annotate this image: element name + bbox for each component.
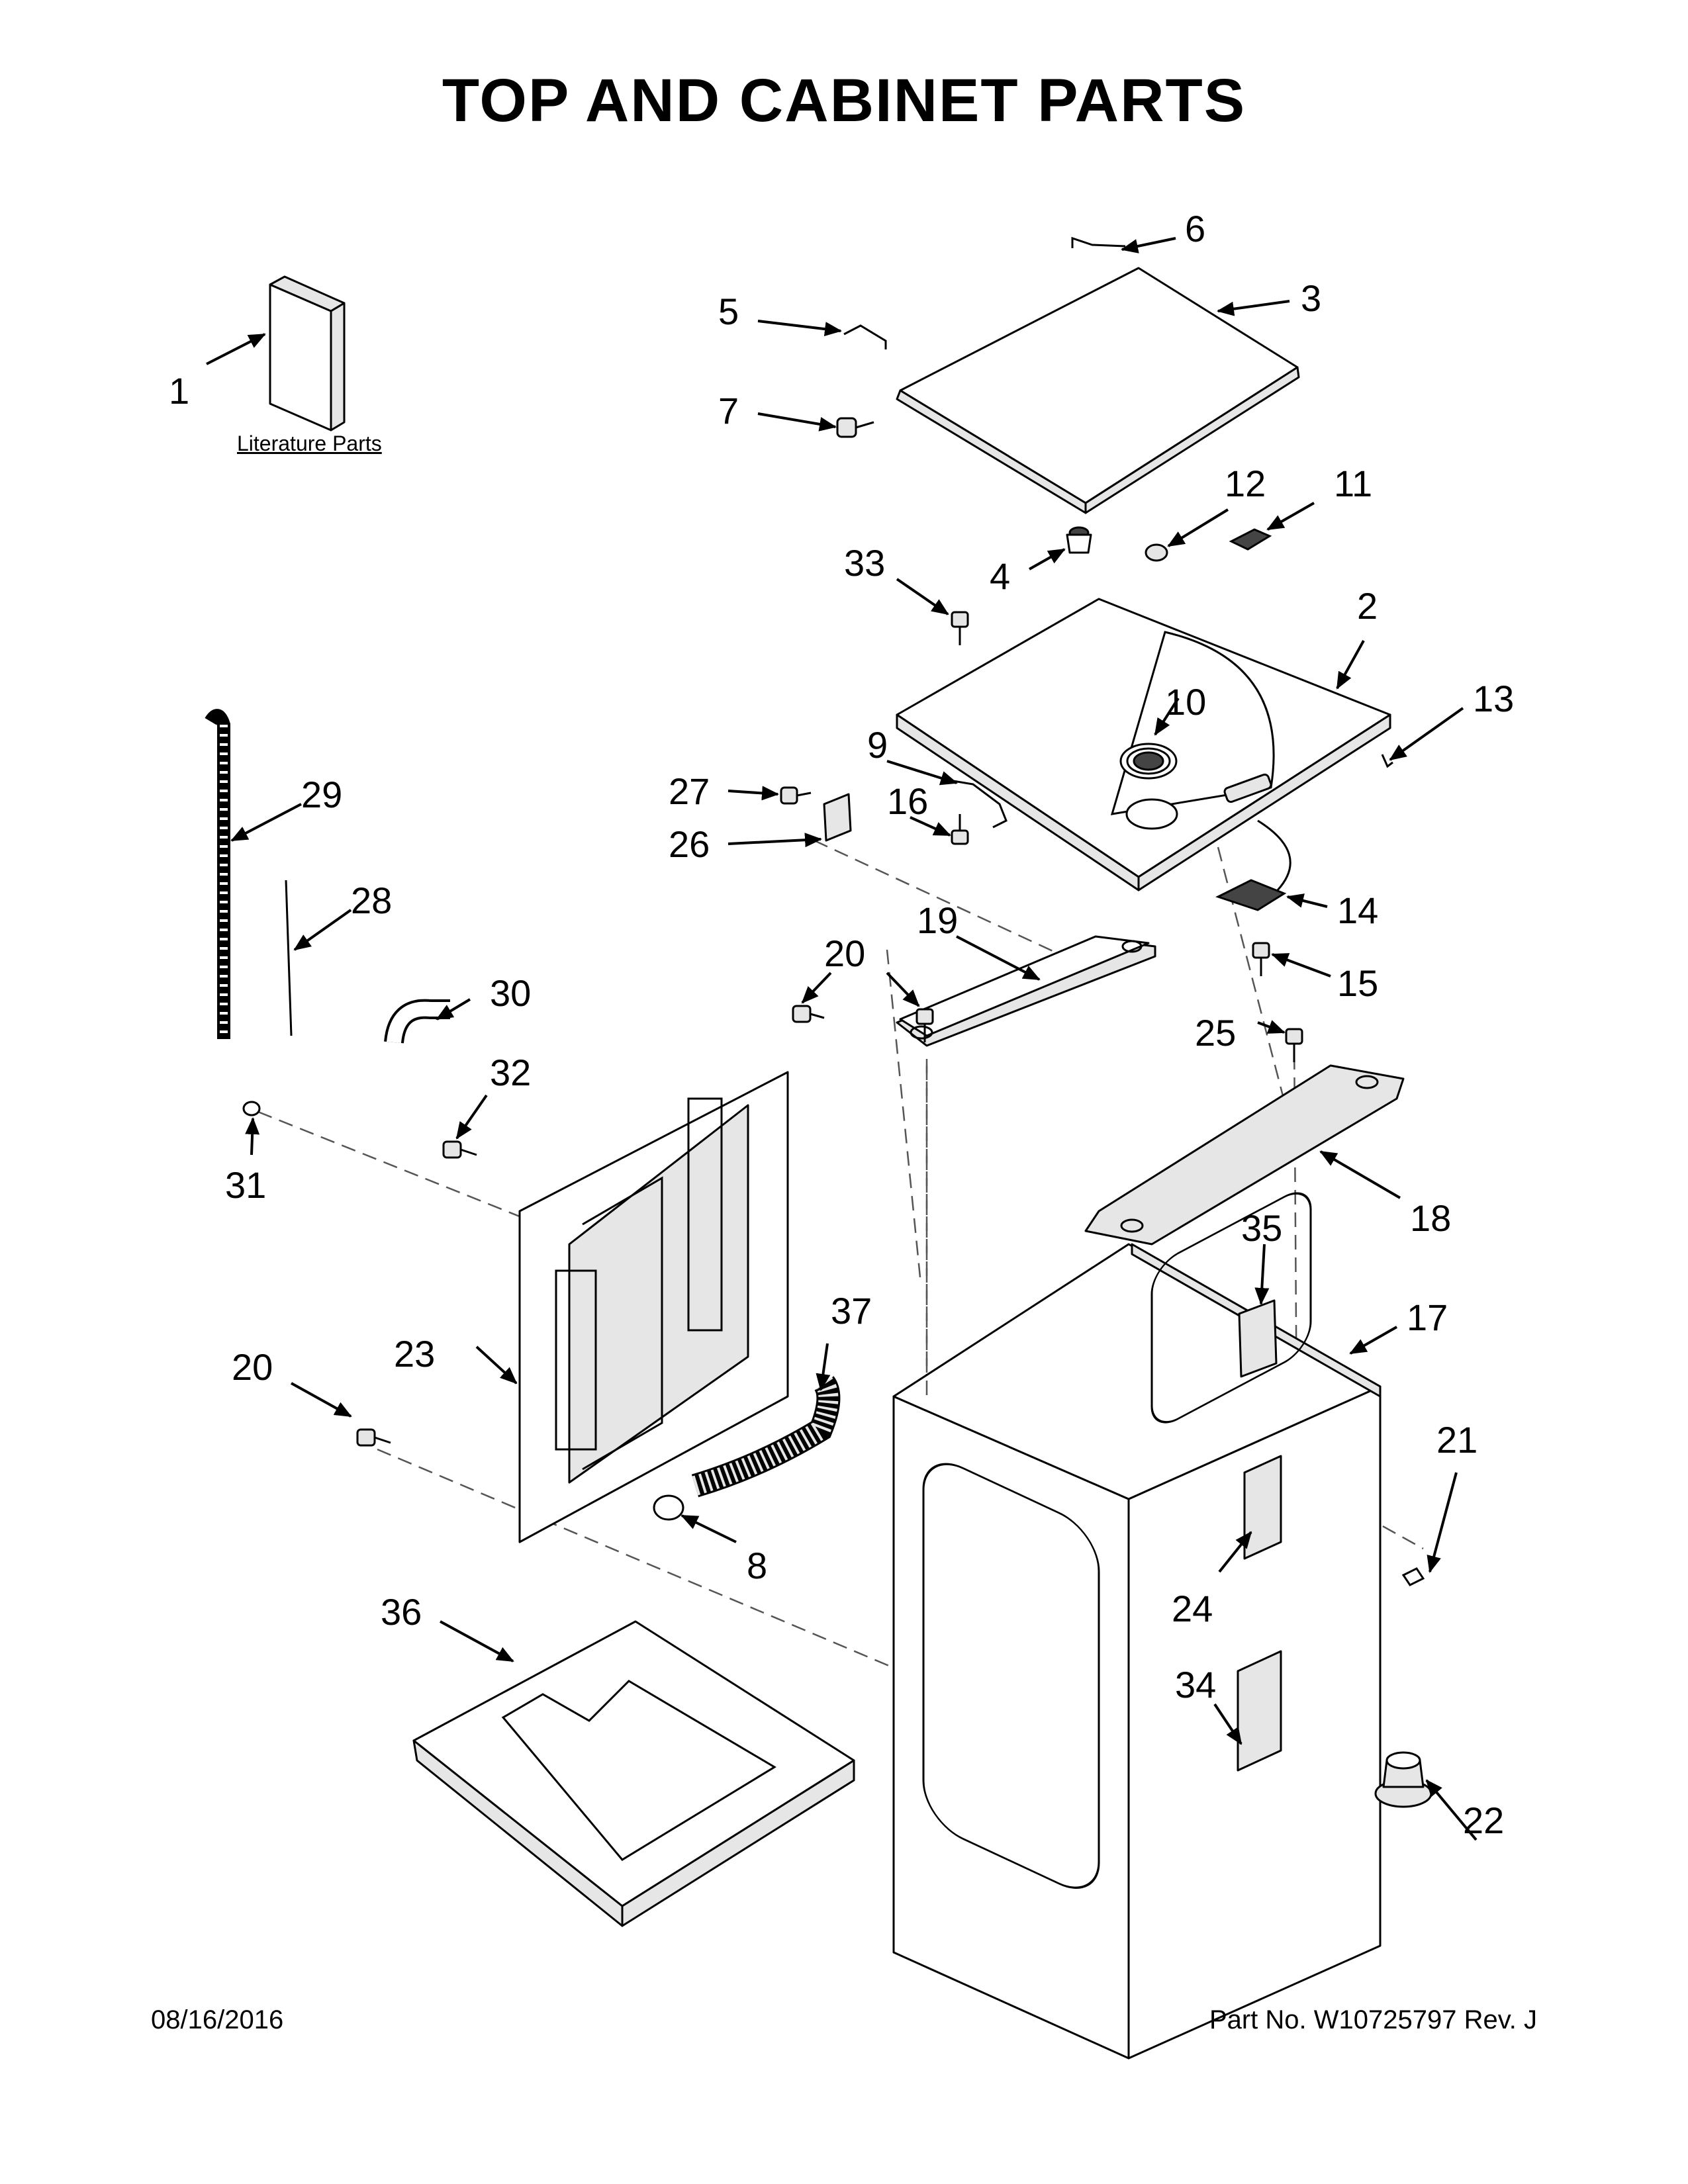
part-10-fill-funnel bbox=[1126, 747, 1171, 775]
part-32-screw bbox=[442, 1140, 477, 1159]
callout-8: 8 bbox=[747, 1545, 767, 1586]
callout-18: 18 bbox=[1410, 1197, 1451, 1239]
footer-part-number: Part No. W10725797 Rev. J bbox=[1209, 2005, 1537, 2034]
part-25-screw bbox=[1285, 1028, 1303, 1062]
callout-10: 10 bbox=[1165, 681, 1206, 723]
callout-7: 7 bbox=[718, 390, 739, 432]
part-16-screw bbox=[951, 814, 969, 845]
part-19-brace bbox=[896, 935, 1156, 1047]
part-8-clamp bbox=[653, 1494, 684, 1521]
part-34-label bbox=[1237, 1650, 1282, 1772]
part-29-hose bbox=[205, 709, 230, 1039]
callout-15: 15 bbox=[1337, 962, 1378, 1004]
callout-19: 19 bbox=[917, 899, 958, 941]
callout-1: 1 bbox=[169, 370, 189, 412]
part-9-switch bbox=[953, 780, 1008, 829]
callout-36: 36 bbox=[381, 1591, 422, 1633]
callout-2: 2 bbox=[1357, 585, 1378, 627]
part-11-latch bbox=[1229, 528, 1272, 551]
part-26-bracket bbox=[823, 793, 852, 842]
part-31-clamp bbox=[242, 1101, 261, 1116]
literature-parts-label: Literature Parts bbox=[237, 432, 382, 455]
part-12-grommet bbox=[1145, 543, 1168, 562]
callout-20-left: 20 bbox=[232, 1346, 273, 1388]
part-36-pan bbox=[412, 1620, 855, 1927]
callout-12: 12 bbox=[1225, 463, 1266, 504]
part-1-literature bbox=[269, 275, 346, 432]
callout-32: 32 bbox=[490, 1052, 531, 1093]
callout-9: 9 bbox=[867, 724, 888, 766]
callout-33: 33 bbox=[844, 542, 885, 584]
part-2-top bbox=[896, 598, 1391, 891]
callout-34: 34 bbox=[1175, 1664, 1216, 1706]
callout-arrows bbox=[206, 237, 1477, 1841]
part-6-hinge bbox=[1071, 236, 1126, 248]
part-14-switch bbox=[1215, 819, 1291, 911]
callout-5: 5 bbox=[718, 291, 739, 332]
callout-6: 6 bbox=[1185, 208, 1205, 250]
callout-17: 17 bbox=[1407, 1297, 1448, 1338]
part-20-screw-top bbox=[792, 1005, 934, 1042]
part-13-clip bbox=[1381, 754, 1393, 768]
page-title: TOP AND CABINET PARTS bbox=[442, 67, 1246, 134]
part-4-bumper bbox=[1066, 526, 1092, 554]
callout-25: 25 bbox=[1195, 1012, 1236, 1054]
callout-14: 14 bbox=[1337, 889, 1378, 931]
callout-37: 37 bbox=[831, 1290, 872, 1332]
part-27-screw bbox=[780, 786, 812, 805]
callout-26: 26 bbox=[669, 823, 710, 865]
part-18-brace bbox=[1084, 1064, 1405, 1246]
part-15-screw bbox=[1252, 942, 1270, 976]
callout-4: 4 bbox=[990, 555, 1010, 597]
callout-27: 27 bbox=[669, 770, 710, 812]
part-20-screw-left bbox=[356, 1428, 391, 1447]
part-23-rear-panel bbox=[518, 1071, 789, 1543]
part-5-hinge bbox=[843, 324, 887, 349]
part-7-screw bbox=[836, 417, 874, 438]
footer-date: 08/16/2016 bbox=[151, 2005, 284, 2034]
callout-31: 31 bbox=[225, 1164, 266, 1206]
callout-16: 16 bbox=[887, 780, 928, 822]
callout-11: 11 bbox=[1334, 463, 1372, 504]
part-33-screw bbox=[951, 611, 969, 645]
part-35-label bbox=[1238, 1299, 1278, 1378]
callout-22: 22 bbox=[1463, 1799, 1504, 1841]
part-3-lid bbox=[896, 267, 1300, 514]
callout-3: 3 bbox=[1301, 277, 1321, 319]
callout-labels: 1 2 3 4 5 6 7 8 9 10 11 12 13 14 15 16 1… bbox=[169, 208, 1514, 1841]
part-24-label bbox=[1243, 1455, 1282, 1560]
callout-20-top: 20 bbox=[824, 933, 865, 974]
part-22-leg bbox=[1374, 1751, 1432, 1808]
callout-30: 30 bbox=[490, 972, 531, 1014]
callout-24: 24 bbox=[1172, 1588, 1213, 1629]
callout-28: 28 bbox=[351, 880, 392, 921]
callout-13: 13 bbox=[1473, 678, 1514, 719]
callout-29: 29 bbox=[301, 774, 342, 815]
callout-23: 23 bbox=[394, 1333, 435, 1375]
part-21-clip bbox=[1401, 1567, 1425, 1586]
part-37-hose bbox=[691, 1376, 841, 1498]
part-28-strap bbox=[285, 880, 293, 1036]
part-30-elbow bbox=[384, 999, 450, 1044]
callout-35: 35 bbox=[1241, 1207, 1282, 1249]
callout-21: 21 bbox=[1436, 1419, 1477, 1461]
